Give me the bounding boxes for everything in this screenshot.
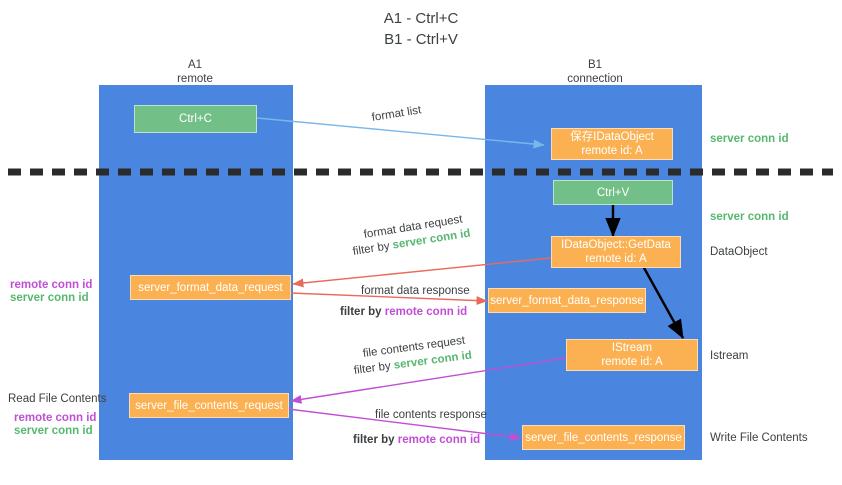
filter-by-text-1: filter by <box>351 239 394 258</box>
filter-by-text-4: filter by <box>353 434 398 446</box>
filter-by-text-2: filter by <box>340 306 385 318</box>
lane-a1-title: A1 <box>187 59 203 71</box>
diagram-title: A1 - Ctrl+C B1 - Ctrl+V <box>0 8 842 50</box>
edge-label-file-contents-response: file contents response <box>375 409 487 421</box>
lane-header-b1: B1 connection <box>530 58 660 86</box>
edge-label-format-data-response: format data response <box>361 285 470 297</box>
remote-conn-id-text-1: remote conn id <box>384 306 468 318</box>
left-label-remote-conn-id-2: remote conn id <box>14 412 97 424</box>
node-ctrl-c[interactable]: Ctrl+C <box>134 105 257 133</box>
title-line-2: B1 - Ctrl+V <box>384 31 458 48</box>
right-label-server-conn-id-1: server conn id <box>710 133 789 145</box>
remote-conn-id-text-2: remote conn id <box>397 434 481 446</box>
node-server-file-contents-request[interactable]: server_file_contents_request <box>129 393 289 418</box>
node-server-file-contents-response-label: server_file_contents_response <box>525 431 682 444</box>
node-save-idataobject[interactable]: 保存IDataObject remote id: A <box>551 128 673 160</box>
lane-a1-subtitle: remote <box>177 73 213 85</box>
lane-header-a1: A1 remote <box>130 58 260 86</box>
title-line-1: A1 - Ctrl+C <box>383 10 459 27</box>
node-istream-label: IStream <box>611 342 653 354</box>
node-save-idataobject-sub: remote id: A <box>581 145 643 157</box>
node-server-format-data-request-label: server_format_data_request <box>138 281 283 294</box>
node-istream[interactable]: IStream remote id: A <box>566 339 698 371</box>
node-ctrl-v-label: Ctrl+V <box>596 186 630 199</box>
left-label-server-conn-id-1: server conn id <box>10 292 89 304</box>
node-server-file-contents-request-label: server_file_contents_request <box>135 399 283 412</box>
left-label-server-conn-id-2: server conn id <box>14 425 93 437</box>
node-server-file-contents-response[interactable]: server_file_contents_response <box>522 425 685 450</box>
node-istream-sub: remote id: A <box>601 356 663 368</box>
node-server-format-data-request[interactable]: server_format_data_request <box>130 275 291 300</box>
filter-by-text-3: filter by <box>353 359 395 377</box>
node-getdata[interactable]: IDataObject::GetData remote id: A <box>551 236 681 268</box>
node-server-format-data-response-label: server_format_data_response <box>490 294 644 307</box>
lane-b1-subtitle: connection <box>567 73 623 85</box>
node-ctrl-v[interactable]: Ctrl+V <box>553 180 673 205</box>
node-save-idataobject-label: 保存IDataObject <box>570 131 654 143</box>
left-label-remote-conn-id-1: remote conn id <box>10 279 93 291</box>
lane-b1-title: B1 <box>587 59 603 71</box>
right-label-server-conn-id-2: server conn id <box>710 211 789 223</box>
right-label-istream: Istream <box>710 350 749 362</box>
right-label-write-file-contents: Write File Contents <box>710 432 808 444</box>
left-label-read-file-contents: Read File Contents <box>8 393 107 405</box>
node-ctrl-c-label: Ctrl+C <box>179 113 212 125</box>
edge-label-format-data-response-filter: filter by remote conn id <box>340 305 467 320</box>
node-server-format-data-response[interactable]: server_format_data_response <box>488 288 646 313</box>
right-label-dataobject: DataObject <box>710 246 768 258</box>
node-getdata-label: IDataObject::GetData <box>561 239 671 251</box>
node-getdata-sub: remote id: A <box>585 253 647 265</box>
edge-label-file-contents-response-filter: filter by remote conn id <box>353 433 480 448</box>
edge-label-format-list: format list <box>370 104 423 124</box>
